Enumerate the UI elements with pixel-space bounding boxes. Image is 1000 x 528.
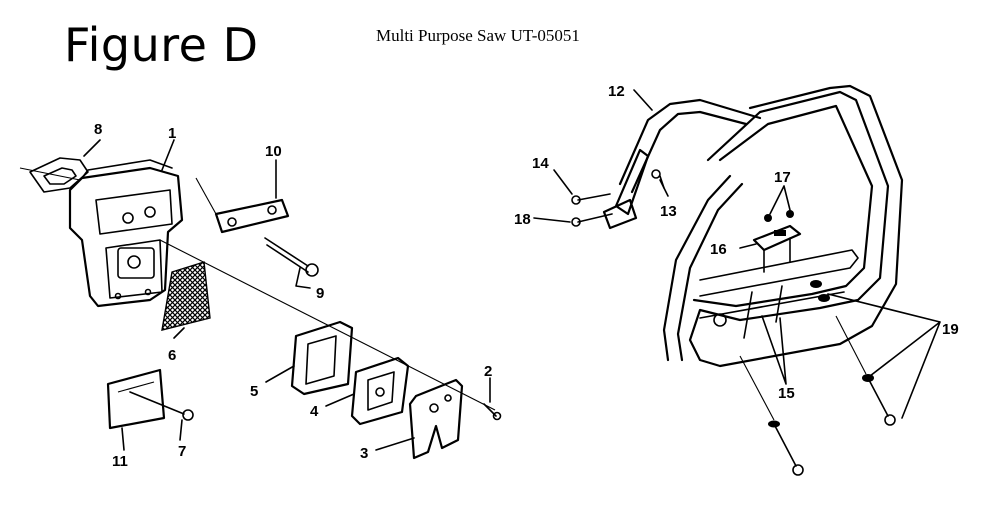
part-4-baffle-plate [350, 356, 410, 426]
part-10-bracket-plate [195, 177, 290, 234]
callout-5: 5 [250, 383, 258, 400]
part-13-bracket [602, 148, 665, 230]
part-16-clip [752, 224, 802, 273]
callout-11: 11 [112, 453, 128, 470]
part-6-spark-screen [161, 261, 211, 331]
callout-19: 19 [942, 321, 959, 338]
callout-3: 3 [360, 445, 368, 462]
callout-10: 10 [265, 143, 282, 160]
callout-15: 15 [778, 385, 795, 402]
callout-18: 18 [514, 211, 531, 228]
part-3-cover-plate [408, 378, 464, 460]
part-8-gasket [29, 157, 89, 193]
part-11-small-plate [106, 368, 166, 430]
callout-16: 16 [710, 241, 727, 258]
callout-12: 12 [608, 83, 625, 100]
part-7-screw [129, 391, 194, 421]
callout-7: 7 [178, 443, 186, 460]
callout-2: 2 [484, 363, 492, 380]
figure-title: Figure D [64, 18, 259, 72]
callout-4: 4 [310, 403, 319, 420]
part-1-muffler-body [68, 159, 184, 308]
part-17-nuts [764, 210, 794, 222]
part-5-spacer-frame [290, 320, 354, 396]
callout-6: 6 [168, 347, 176, 364]
diagram-subtitle: Multi Purpose Saw UT-05051 [376, 26, 580, 45]
callout-17: 17 [774, 169, 791, 186]
callout-8: 8 [94, 121, 102, 138]
callout-1: 1 [168, 125, 176, 142]
part-12-handle-bar [618, 84, 904, 368]
part-14-bolt [571, 193, 611, 205]
part-2-small-screw [483, 403, 502, 421]
part-9-long-screw [264, 237, 319, 277]
part-15-bolts [713, 285, 804, 476]
leader-lines [83, 89, 941, 451]
callout-14: 14 [532, 155, 549, 172]
callout-9: 9 [316, 285, 324, 302]
callout-13: 13 [660, 203, 677, 220]
part-18-bolt [571, 213, 613, 227]
